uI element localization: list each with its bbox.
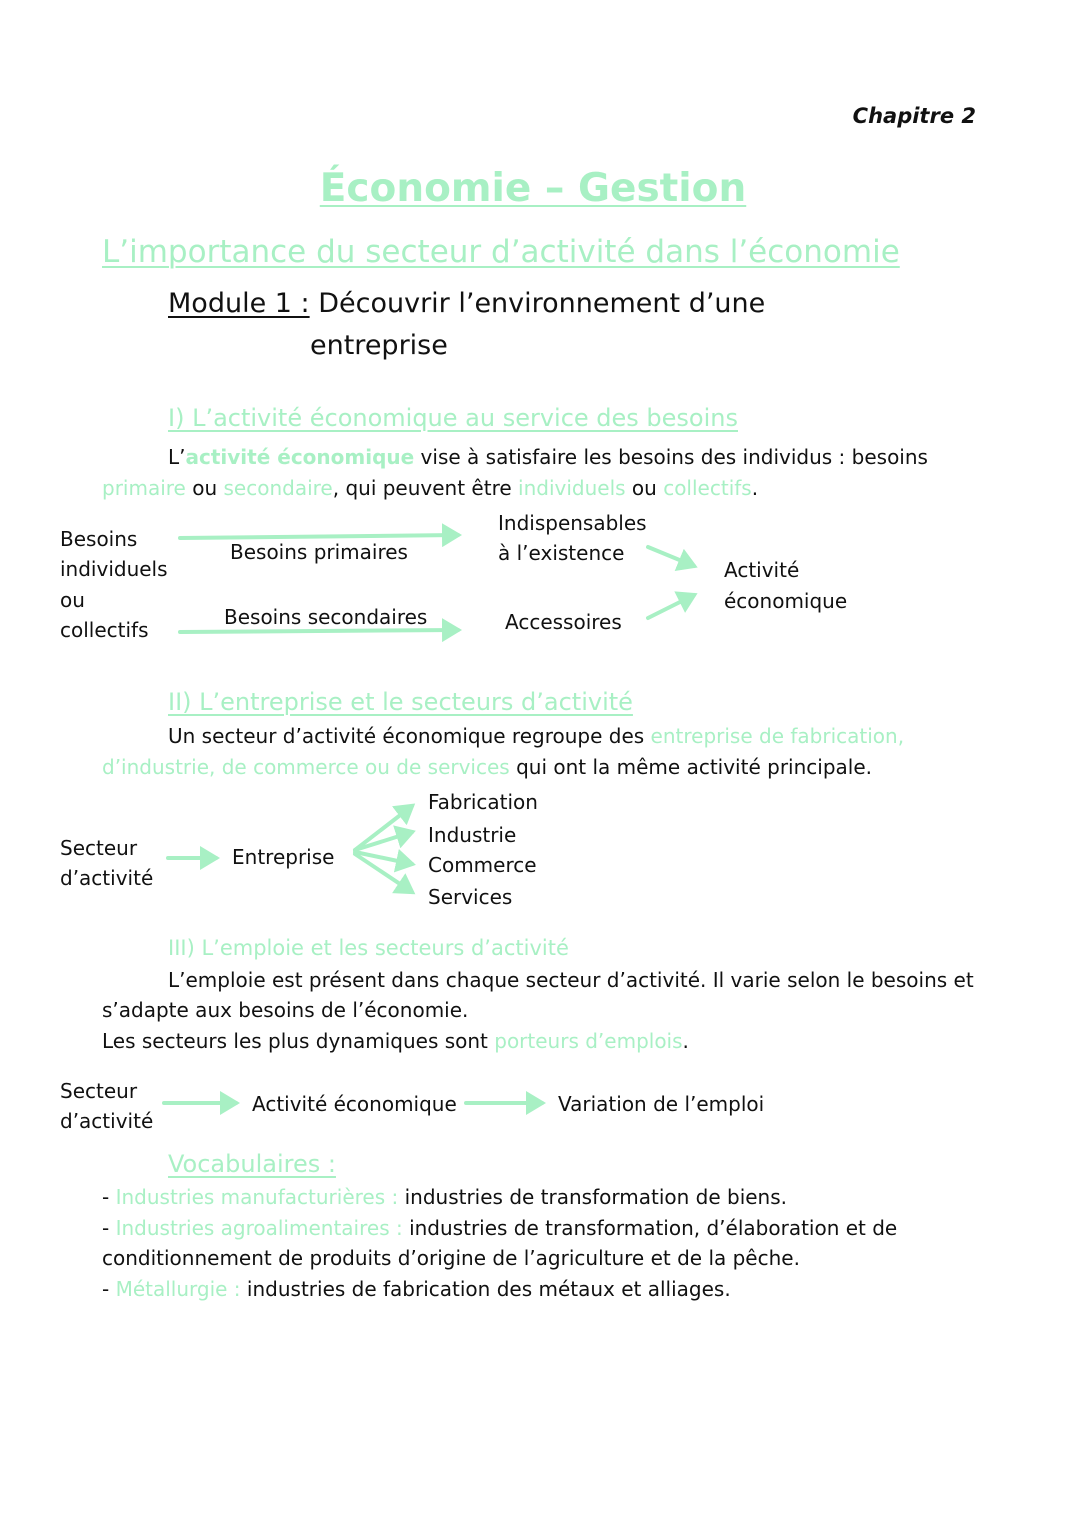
text-run: L’ bbox=[168, 445, 186, 469]
text-run: ou bbox=[185, 476, 224, 500]
page-subtitle: L’importance du secteur d’activité dans … bbox=[102, 234, 900, 270]
vocabulary-definition: industries de transformation, d’élaborat… bbox=[402, 1216, 898, 1240]
arrow-to-commerce bbox=[353, 848, 416, 873]
sector-label-line: Secteur bbox=[60, 1079, 138, 1103]
section-3-paragraph-line-1: L’emploie est présent dans chaque secteu… bbox=[168, 968, 974, 992]
arrow-to-industrie bbox=[353, 825, 416, 852]
section-1-paragraph-line-2: primaire ou secondaire, qui peuvent être… bbox=[102, 476, 758, 500]
needs-label-line: collectifs bbox=[60, 618, 149, 642]
sector-label-line: Secteur bbox=[60, 836, 138, 860]
economic-activity-label: Activité économique bbox=[252, 1092, 457, 1116]
chapter-label: Chapitre 2 bbox=[852, 104, 976, 128]
arrow-essential-to-activity bbox=[646, 545, 698, 571]
arrow-secondary bbox=[178, 618, 462, 643]
highlight-term: primaire bbox=[102, 476, 186, 500]
essential-label-line: Indispensables bbox=[498, 511, 647, 535]
arrow-primary bbox=[178, 523, 462, 548]
highlight-term: activité économique bbox=[185, 445, 415, 469]
vocabulary-item-continuation: conditionnement de produits d’origine de… bbox=[102, 1246, 800, 1270]
arrow-to-services bbox=[353, 852, 416, 895]
highlight-term: collectifs bbox=[663, 476, 752, 500]
module-text-continued: entreprise bbox=[310, 330, 448, 361]
module-heading: Module 1 : Découvrir l’environnement d’u… bbox=[168, 288, 765, 319]
result-label-line: Activité bbox=[724, 558, 800, 582]
section-2-paragraph-line-1: Un secteur d’activité économique regroup… bbox=[168, 724, 904, 748]
vocabulary-definition: industries de transformation de biens. bbox=[398, 1185, 788, 1209]
vocabulary-definition: industries de fabrication des métaux et … bbox=[240, 1277, 731, 1301]
section-2-paragraph-line-2: d’industrie, de commerce ou de services … bbox=[102, 755, 872, 779]
sector-label-line: d’activité bbox=[60, 866, 154, 890]
branch-label: Services bbox=[428, 885, 513, 909]
highlight-term: individuels bbox=[518, 476, 626, 500]
vocabulary-item: - Métallurgie : industries de fabricatio… bbox=[102, 1277, 731, 1301]
highlight-term: porteurs d’emplois bbox=[494, 1029, 683, 1053]
arrow-to-fabrication bbox=[353, 803, 416, 852]
module-label: Module 1 : bbox=[168, 288, 310, 319]
highlight-term: d’industrie, de commerce ou de services bbox=[102, 755, 510, 779]
section-3-paragraph-line-3: Les secteurs les plus dynamiques sont po… bbox=[102, 1029, 689, 1053]
needs-label-line: ou bbox=[60, 588, 85, 612]
text-run: - bbox=[102, 1185, 116, 1209]
accessory-label: Accessoires bbox=[505, 610, 622, 634]
vocabulary-term: Métallurgie : bbox=[115, 1277, 241, 1301]
highlight-term: entreprise de fabrication, bbox=[650, 724, 905, 748]
section-3-paragraph-line-2: s’adapte aux besoins de l’économie. bbox=[102, 998, 469, 1022]
text-run: - bbox=[102, 1216, 116, 1240]
text-run: , qui peuvent être bbox=[332, 476, 519, 500]
vocabulary-term: Industries agroalimentaires : bbox=[115, 1216, 403, 1240]
primary-needs-label: Besoins primaires bbox=[230, 540, 408, 564]
text-run: - bbox=[102, 1277, 116, 1301]
text-run: vise à satisfaire les besoins des indivi… bbox=[414, 445, 928, 469]
needs-label-line: Besoins bbox=[60, 527, 138, 551]
section-1-paragraph-line-1: L’activité économique vise à satisfaire … bbox=[168, 445, 928, 469]
vocabulary-term: Industries manufacturières : bbox=[115, 1185, 399, 1209]
branch-label: Commerce bbox=[428, 853, 537, 877]
branch-label: Fabrication bbox=[428, 790, 538, 814]
page-title: Économie – Gestion bbox=[319, 166, 747, 211]
arrow-accessory-to-activity bbox=[646, 591, 698, 620]
text-run: . bbox=[751, 476, 759, 500]
text-run: qui ont la même activité principale. bbox=[509, 755, 872, 779]
module-text: Découvrir l’environnement d’une bbox=[318, 288, 766, 319]
vocabulary-item: - Industries agroalimentaires : industri… bbox=[102, 1216, 897, 1240]
section-3-heading: III) L’emploie et les secteurs d’activit… bbox=[168, 936, 569, 960]
vocabulary-heading: Vocabulaires : bbox=[168, 1150, 336, 1178]
branch-label: Industrie bbox=[428, 823, 517, 847]
result-label-line: économique bbox=[724, 589, 848, 613]
enterprise-label: Entreprise bbox=[232, 845, 335, 869]
text-run: . bbox=[682, 1029, 689, 1053]
essential-label-line: à l’existence bbox=[498, 541, 625, 565]
text-run: ou bbox=[625, 476, 664, 500]
employment-variation-label: Variation de l’emploi bbox=[558, 1092, 765, 1116]
secondary-needs-label: Besoins secondaires bbox=[224, 605, 428, 629]
highlight-term: secondaire bbox=[223, 476, 333, 500]
text-run: Les secteurs les plus dynamiques sont bbox=[102, 1029, 495, 1053]
text-run: Un secteur d’activité économique regroup… bbox=[168, 724, 651, 748]
section-2-heading: II) L’entreprise et le secteurs d’activi… bbox=[168, 688, 633, 716]
section-1-heading: I) L’activité économique au service des … bbox=[168, 404, 738, 432]
vocabulary-item: - Industries manufacturières : industrie… bbox=[102, 1185, 787, 1209]
needs-label-line: individuels bbox=[60, 557, 168, 581]
sector-label-line: d’activité bbox=[60, 1109, 154, 1133]
